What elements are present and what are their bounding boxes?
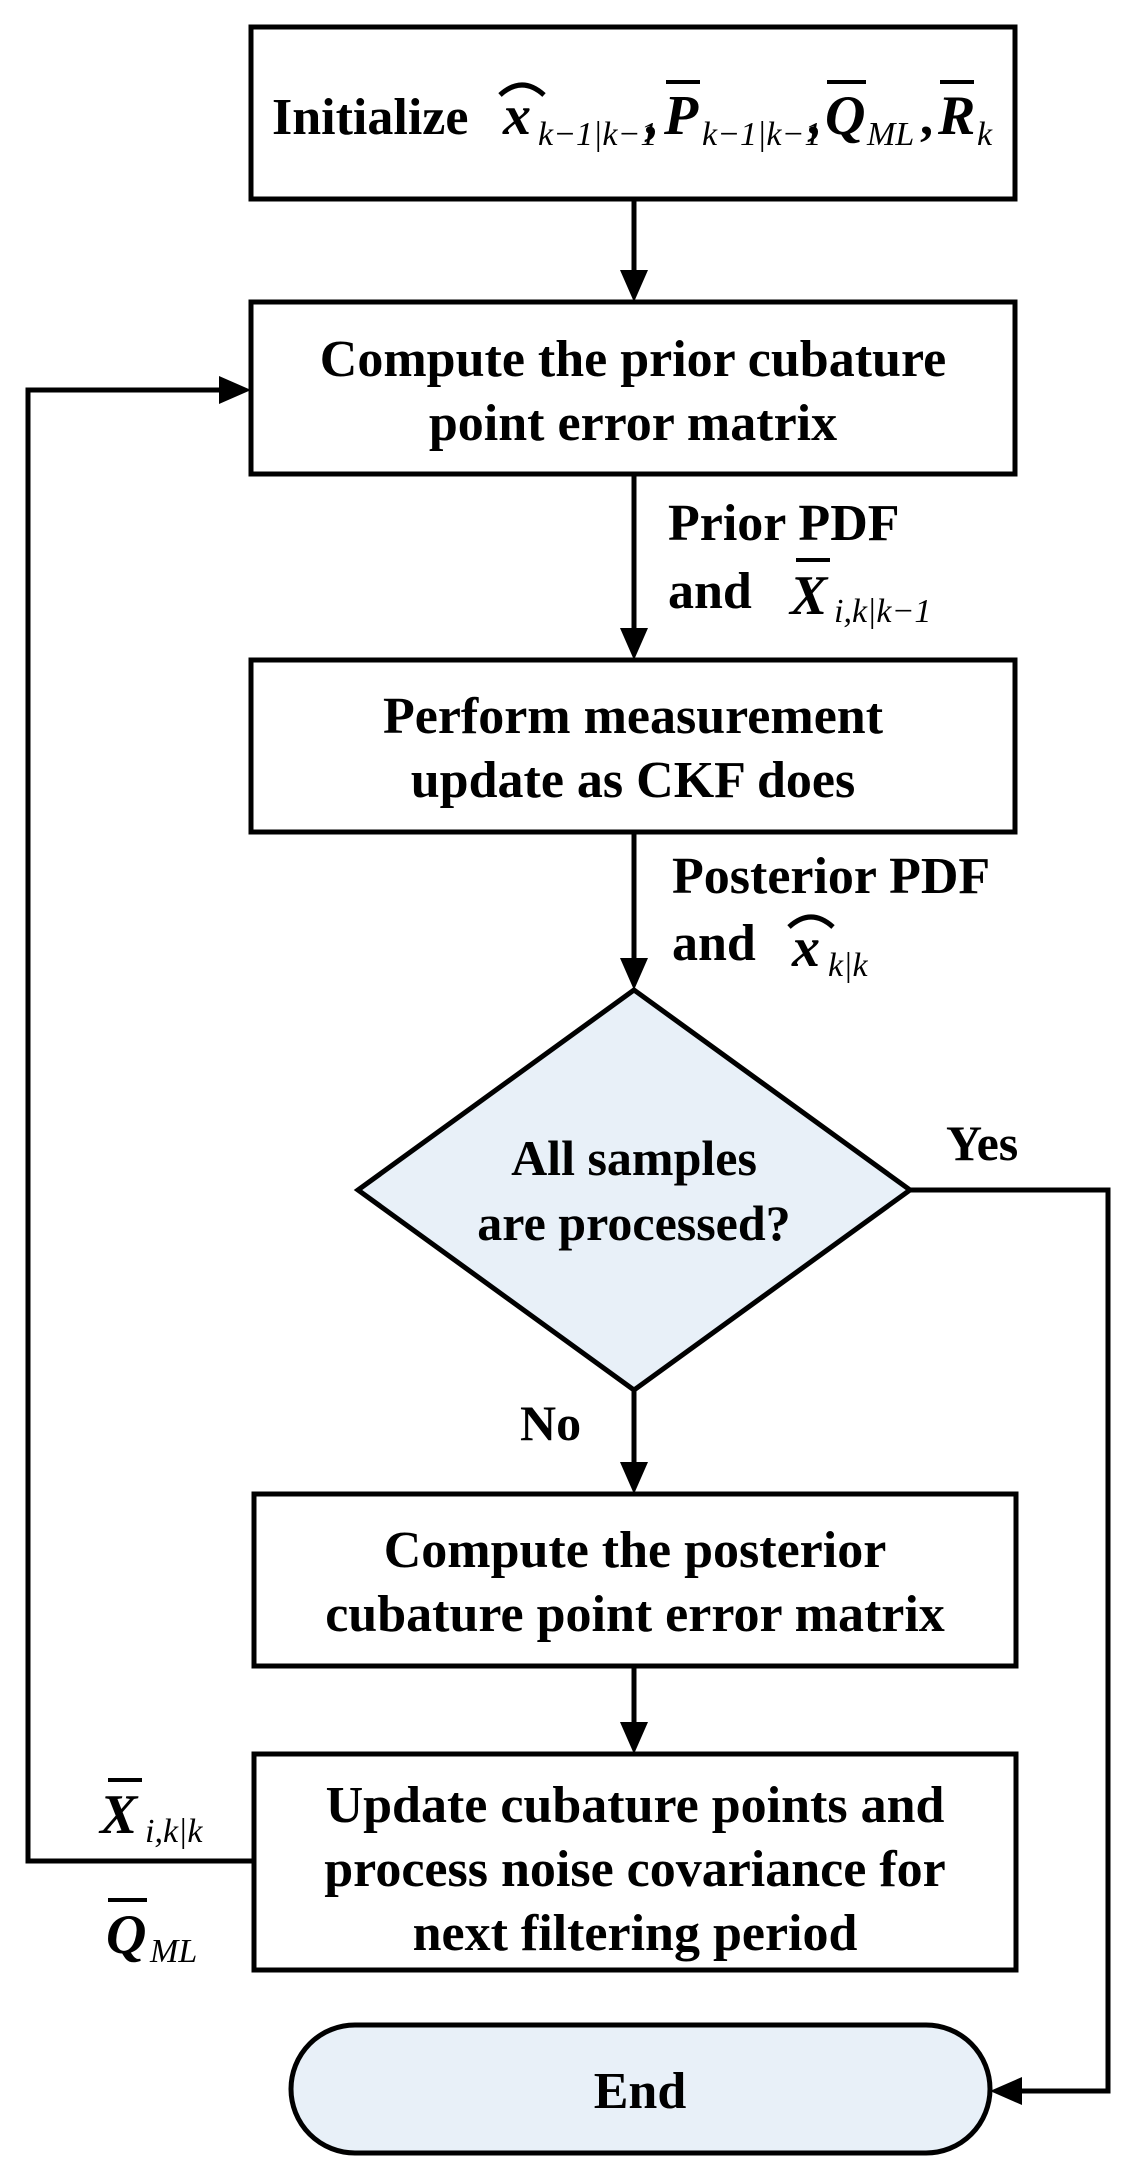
- hat-mark: [498, 82, 546, 97]
- arrowhead: [990, 2077, 1022, 2105]
- decision-diamond: [353, 986, 915, 1394]
- posterior-box-line2: cubature point error matrix: [325, 1586, 945, 1643]
- posterior-pdf-label: Posterior PDF: [672, 848, 990, 905]
- hat-mark: [787, 914, 835, 929]
- measure-box-line2: update as CKF does: [411, 752, 855, 809]
- init-r-subscript: k: [977, 116, 993, 153]
- init-box: [248, 24, 1018, 202]
- init-r-bar: R: [937, 85, 975, 147]
- arrowhead: [219, 376, 251, 404]
- update-box: [251, 1751, 1019, 1973]
- init-comma-3: ,: [920, 89, 933, 146]
- yes-label: Yes: [946, 1115, 1018, 1171]
- posterior-matrix-box: [251, 1491, 1019, 1669]
- feedback-q-subscript: ML: [149, 1933, 197, 1970]
- update-box-line3: next filtering period: [413, 1905, 858, 1962]
- arrow-feedback-loop: [25, 387, 254, 1864]
- init-label: Initialize: [272, 89, 468, 146]
- prior-pdf-label: Prior PDF: [668, 495, 900, 552]
- arrowhead: [620, 628, 648, 660]
- prior-x-subscript: i,k|k−1: [834, 593, 931, 630]
- init-comma-2: ,: [807, 89, 820, 146]
- measure-box-line1: Perform measurement: [383, 688, 884, 745]
- prior-box-line1: Compute the prior cubature: [320, 331, 946, 388]
- update-box-line2: process noise covariance for: [324, 1841, 945, 1898]
- arrowhead: [620, 958, 648, 990]
- prior-box-line2: point error matrix: [429, 395, 837, 452]
- feedback-x-bar: X: [98, 1784, 139, 1846]
- feedback-x-subscript: i,k|k: [145, 1813, 203, 1850]
- arrowhead: [620, 1722, 648, 1754]
- init-x-hat: x: [502, 85, 531, 147]
- no-label: No: [520, 1395, 581, 1451]
- end-terminal: [288, 2022, 993, 2156]
- init-q-subscript: ML: [866, 116, 914, 153]
- arrow-yes-to-end: [910, 1187, 1111, 2094]
- arrowhead: [620, 270, 648, 302]
- end-label: End: [594, 2063, 687, 2120]
- feedback-q-bar: Q: [106, 1904, 146, 1966]
- posterior-x-subscript: k|k: [828, 947, 868, 984]
- init-p-subscript: k−1|k−1: [702, 116, 821, 153]
- prior-x-bar: X: [788, 565, 829, 627]
- posterior-box-line1: Compute the posterior: [384, 1522, 887, 1579]
- init-p-bar: P: [663, 85, 699, 147]
- init-comma-1: ,: [644, 89, 657, 146]
- decision-line2: are processed?: [477, 1195, 790, 1251]
- posterior-x-hat: x: [791, 917, 820, 979]
- init-x-subscript: k−1|k−1: [538, 116, 657, 153]
- prior-and-label: and: [668, 563, 752, 620]
- update-box-line1: Update cubature points and: [326, 1777, 945, 1834]
- arrowhead: [620, 1462, 648, 1494]
- decision-line1: All samples: [511, 1130, 757, 1186]
- posterior-and-label: and: [672, 915, 756, 972]
- init-q-bar: Q: [825, 85, 865, 147]
- measurement-box: [248, 657, 1018, 835]
